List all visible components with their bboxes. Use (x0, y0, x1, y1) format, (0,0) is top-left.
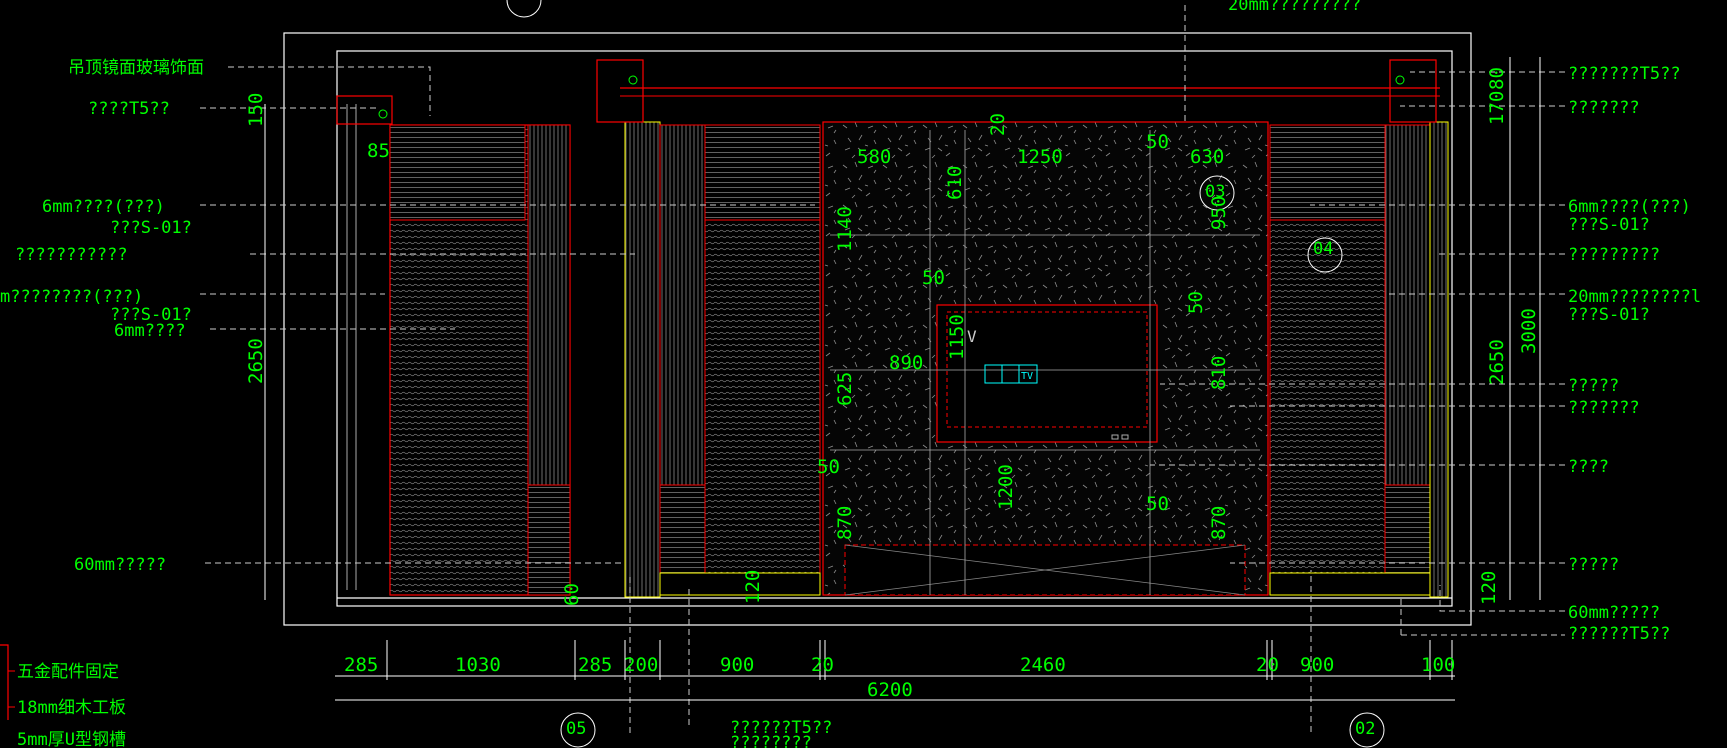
dim-3000: 3000 (1518, 308, 1540, 354)
v-mark: V (967, 327, 977, 346)
tv-icon: TV (1021, 371, 1033, 382)
left-annotations: 吊顶镜面玻璃饰面 ????T5?? 6mm????(???) ???S-01? … (0, 58, 204, 575)
dim-580: 580 (857, 146, 891, 168)
dim-80: 80 (1486, 67, 1508, 90)
dim-60: 60 (561, 583, 583, 606)
dim-870-right: 870 (1208, 506, 1230, 540)
dim-890: 890 (889, 352, 923, 374)
vertical-dimensions-right: 80 170 3000 2650 120 (1478, 67, 1540, 605)
blockboard-18mm-label: 18mm细木工板 (17, 698, 126, 718)
section-marker-02: 02 (1355, 719, 1375, 739)
dim-50-low: 50 (1146, 493, 1169, 515)
tv-socket-panel: TV (984, 364, 1129, 440)
dimension-lines (264, 57, 1541, 701)
top-20mm-label: 20mm????????? (1228, 0, 1361, 15)
dim-20-top: 20 (987, 113, 1009, 136)
dim-50-left: 50 (817, 456, 840, 478)
steel-channel-label: 5mm厚U型钢槽 (17, 730, 126, 748)
bottom-dimensions: 285 1030 285 200 900 20 2460 20 900 100 … (344, 654, 1455, 701)
dim-85: 85 (367, 140, 390, 162)
marble-6mm-right-label: 6mm????(???) (1568, 197, 1691, 217)
dim-20-right: 20 (1256, 654, 1279, 676)
hardware-fixing-label: 五金配件固定 (17, 662, 119, 682)
item-right-label-d: ????? (1568, 555, 1619, 575)
left-door-panel (336, 95, 571, 596)
dim-285-left: 285 (344, 654, 378, 676)
dim-200: 200 (624, 654, 658, 676)
dim-120-right: 120 (1478, 571, 1500, 605)
item-right-label-b: ??????? (1568, 398, 1640, 418)
dim-2460: 2460 (1020, 654, 1066, 676)
dim-20-left: 20 (811, 654, 834, 676)
dim-1140: 1140 (834, 206, 856, 252)
dim-285-mid: 285 (578, 654, 612, 676)
dim-625: 625 (834, 372, 856, 406)
dim-1200: 1200 (995, 464, 1017, 510)
right-annotations: ???????T5?? ??????? 6mm????(???) ???S-01… (1568, 64, 1701, 644)
section-marker-05: 05 (566, 719, 586, 739)
dim-120-left: 120 (742, 570, 764, 604)
bottom-extra-label: ???????? (730, 733, 812, 748)
right-door-panel (1269, 59, 1449, 598)
dim-50-right: 50 (1185, 291, 1207, 314)
dim-900-left: 900 (720, 654, 754, 676)
dim-2650-right: 2650 (1486, 339, 1508, 385)
t5-lamp-right-label-b: ??????T5?? (1568, 624, 1670, 644)
spec-s01-label-b: ???S-01? (110, 305, 192, 325)
item-right-label-a: ????? (1568, 376, 1619, 396)
dim-1030: 1030 (455, 654, 501, 676)
t5-lamp-label: ????T5?? (88, 99, 170, 119)
leader-lines (200, 5, 1565, 733)
spec-s01-label-a: ???S-01? (110, 218, 192, 238)
ceiling-right-label: ??????? (1568, 98, 1640, 118)
dim-6200-total: 6200 (867, 679, 913, 701)
dim-1250: 1250 (1017, 146, 1063, 168)
item-right-label-c: ???? (1568, 457, 1609, 477)
dim-610: 610 (944, 166, 966, 200)
board-6mm-label: 6mm???? (114, 321, 186, 341)
dim-100: 100 (1421, 654, 1455, 676)
center-left-door-panel (596, 59, 1440, 598)
marble-20mm-right-label: 20mm????????l (1568, 287, 1701, 307)
dim-150: 150 (245, 93, 267, 127)
dim-1150: 1150 (946, 314, 968, 360)
section-marker-03: 03 (1205, 182, 1225, 202)
spec-s01-right-label-b: ???S-01? (1568, 305, 1650, 325)
dim-50-mid: 50 (922, 267, 945, 289)
skirting-60mm-right-label: 60mm????? (1568, 603, 1660, 623)
ceiling-mirror-glass-label: 吊顶镜面玻璃饰面 (68, 58, 204, 78)
dim-50-top: 50 (1146, 131, 1169, 153)
dim-170: 170 (1486, 91, 1508, 125)
dim-900-right: 900 (1300, 654, 1334, 676)
tv-wall-dimensions: 580 1250 630 20 610 950 1140 50 50 50 11… (561, 113, 1230, 606)
dim-950: 950 (1208, 196, 1230, 230)
legend: 五金配件固定 18mm细木工板 5mm厚U型钢槽 (0, 644, 126, 748)
t5-lamp-right-label: ???????T5?? (1568, 64, 1681, 84)
material-label: ??????????? (15, 245, 128, 265)
spec-s01-right-label-a: ???S-01? (1568, 215, 1650, 235)
section-markers (506, 0, 1385, 748)
dim-2650-left: 2650 (245, 338, 267, 384)
marble-20mm-label: m????????(???) (0, 287, 143, 307)
material-right-label: ????????? (1568, 245, 1660, 265)
dim-630: 630 (1190, 146, 1224, 168)
skirting-60mm-label: 60mm????? (74, 555, 166, 575)
vertical-dimensions-left: 150 85 2650 (245, 93, 390, 384)
tv-marble-wall (822, 121, 1269, 596)
marble-6mm-label: 6mm????(???) (42, 197, 165, 217)
section-marker-04: 04 (1313, 239, 1333, 259)
dim-870-left: 870 (834, 506, 856, 540)
bottom-t5-label: ??????T5?? (730, 718, 832, 738)
dim-810: 810 (1208, 356, 1230, 390)
